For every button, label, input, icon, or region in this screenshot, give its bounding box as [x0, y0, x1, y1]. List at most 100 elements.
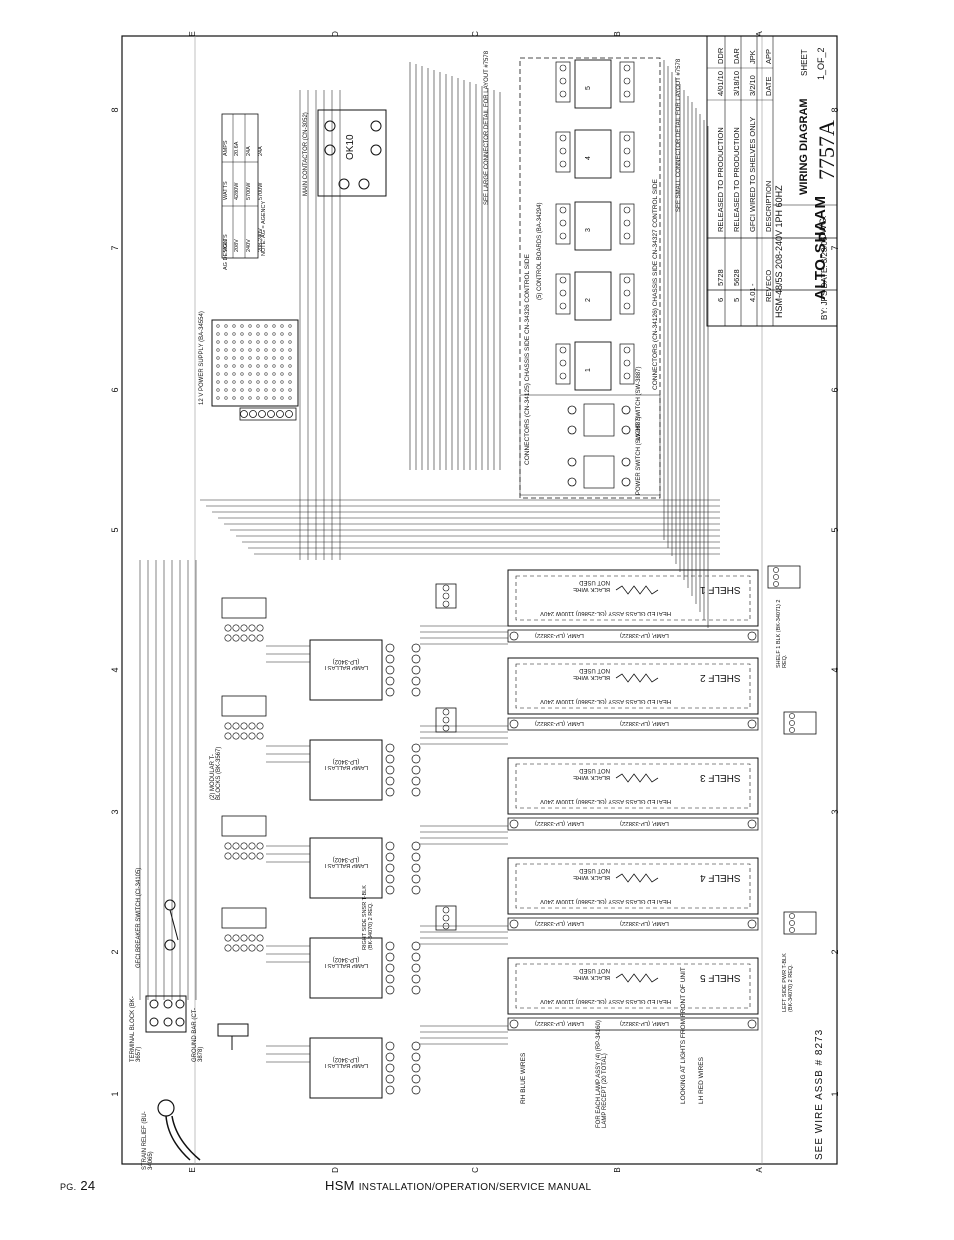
black-wire-label: BLACK WIRE NOT USED: [572, 767, 610, 780]
rev-approver: DAR: [732, 48, 741, 64]
rev-header: APP: [764, 48, 773, 64]
rev-header: REV: [764, 286, 773, 302]
control-board: [574, 59, 612, 109]
spec-header: WATTS: [223, 181, 229, 200]
lamp-ballast-label: LAMP BALLAST (LP-3402): [323, 956, 369, 968]
shelf-label: SHELF 3: [700, 772, 741, 783]
grid-row-label: B: [613, 31, 622, 36]
lamp-recept-note: FOR EACH LAMP ASSY (4) (RP-34160) LAMP R…: [596, 1020, 608, 1128]
lamp-ballast: [309, 937, 383, 999]
control-board: [574, 129, 612, 179]
spec-cell: 4280W: [234, 182, 240, 200]
lamp-label: LAMP, (LP-33822): [620, 632, 669, 638]
lamp-label: LAMP, (LP-33822): [620, 1020, 669, 1026]
rev-number: 5: [732, 297, 741, 302]
grid-row-label: C: [471, 1167, 480, 1173]
grid-column-label: 2: [110, 949, 120, 954]
sheet-label: SHEET: [800, 49, 809, 76]
rev-date: 4/01/10: [716, 70, 725, 96]
spec-cell: 24A: [246, 146, 252, 156]
modular-blocks-label: (2) MODULAR T-BLOCKS (BK-3567): [210, 746, 222, 800]
shelf-heated-glass: [507, 857, 759, 915]
lamp-label: LAMP, (LP-33822): [535, 632, 584, 638]
manual-model: HSM: [325, 1178, 355, 1193]
heated-glass-label: HEATED GLASS ASSY (GL-25860) 1100W 240V: [540, 898, 672, 904]
black-wire-label: BLACK WIRE NOT USED: [572, 967, 610, 980]
grid-column-label: 8: [110, 107, 120, 112]
manual-subtitle: INSTALLATION/OPERATION/SERVICE MANUAL: [358, 1182, 592, 1193]
rev-date: 3/18/10: [732, 70, 741, 96]
shelf-label: SHELF 4: [700, 872, 741, 883]
terminal-strip: [221, 815, 267, 837]
spec-header: AMPS: [223, 140, 229, 156]
grid-row-label: B: [613, 1167, 622, 1172]
grid-column-label: 1: [110, 1091, 120, 1096]
lamp-ballast-label: LAMP BALLAST (LP-3402): [323, 856, 369, 868]
main-contactor-symbol: [317, 109, 387, 197]
control-board-number: 5: [585, 86, 592, 90]
control-board-number: 3: [585, 228, 592, 232]
strain-relief-symbol: [157, 1099, 201, 1161]
control-board-number: 2: [585, 298, 592, 302]
shelf-label: SHELF 5: [700, 972, 741, 983]
heated-glass-label: HEATED GLASS ASSY (GL-25860) 1100W 240V: [540, 798, 672, 804]
connectors-chassis-label: CONNECTORS (CN-34125) CHASSIS SIDE CN-34…: [524, 254, 531, 465]
title-block: [706, 35, 838, 327]
spec-cell: 24A: [258, 146, 264, 156]
grid-column-label: 4: [830, 667, 840, 672]
strain-relief-label: STRAIN RELIEF (BU-34065): [142, 1111, 154, 1170]
lamp-label: LAMP, (LP-33822): [620, 820, 669, 826]
rev-approver: DDR: [716, 47, 725, 64]
grid-column-label: 2: [830, 949, 840, 954]
see-wire-assy: SEE WIRE ASSB # 8273: [814, 1028, 825, 1160]
rev-description: RELEASED TO PRODUCTION: [716, 127, 725, 232]
grid-column-label: 6: [830, 387, 840, 392]
rh-wires-note: RH BLUE WIRES: [520, 1052, 527, 1104]
grid-row-label: D: [331, 1167, 340, 1173]
rev-header: DESCRIPTION: [764, 180, 773, 232]
spec-cell: 240V: [246, 239, 252, 252]
terminal-block-label: TERMINAL BLOCK (BK-3657): [130, 996, 142, 1062]
lamp-bar: [507, 717, 759, 731]
lamp-bar: [507, 917, 759, 931]
black-wire-label: BLACK WIRE NOT USED: [572, 867, 610, 880]
spec-design: AG DESIGN: [223, 239, 229, 270]
rev-eco: 5628: [732, 269, 741, 286]
grid-row-label: A: [755, 1167, 764, 1173]
looking-note: LOOKING AT LIGHTS FROM FRONT OF UNIT: [680, 967, 687, 1104]
rev-description: RELEASED TO PRODUCTION: [732, 127, 741, 232]
terminal-block-symbol: [145, 995, 187, 1033]
small-connector-label: SEE SMALL CONNECTOR DETAIL FOR LAYOUT #7…: [676, 58, 682, 212]
grid-column-label: 1: [830, 1091, 840, 1096]
lamp-label: LAMP, (LP-33822): [535, 1020, 584, 1026]
control-boundary: [519, 57, 661, 499]
lamp-label: LAMP, (LP-33822): [535, 920, 584, 926]
grid-column-label: 6: [110, 387, 120, 392]
left-side-label: LEFT SIDE PWR T-BLK (BK-34070) 2 REQ.: [782, 953, 794, 1012]
rev-description: GFCI WIRED TO SHELVES ONLY: [748, 116, 757, 232]
heated-glass-label: HEATED GLASS ASSY (GL-25860) 1100W 240V: [540, 698, 672, 704]
terminal-strip: [221, 597, 267, 619]
rev-eco: -: [748, 283, 757, 287]
control-board: [574, 271, 612, 321]
switch-area: [519, 394, 661, 496]
control-boards: [555, 59, 635, 489]
control-boards-label: (5) CONTROL BOARDS (BA-34294): [537, 202, 543, 300]
lamp-ballast-label: LAMP BALLAST (LP-3402): [323, 758, 369, 770]
rev-number: 6: [716, 297, 725, 302]
gfci-switch-symbol: [164, 899, 179, 951]
control-board: [574, 341, 612, 391]
grid-row-label: C: [471, 31, 480, 37]
gfci-label: GFCI BREAKER SWITCH (CI-34105): [136, 867, 142, 968]
grid-row-label: A: [755, 31, 764, 37]
heated-glass-label: HEATED GLASS ASSY (GL-25860) 1100W 240V: [540, 998, 672, 1004]
spec-table-frame: [221, 113, 259, 259]
wiring-traces: [139, 60, 720, 1063]
shelf1-block-label: SHELF 1 BLK (BK-34071) 2 REQ.: [776, 599, 788, 668]
lamp-ballast: [309, 639, 383, 701]
shelf-heated-glass: [507, 569, 759, 627]
